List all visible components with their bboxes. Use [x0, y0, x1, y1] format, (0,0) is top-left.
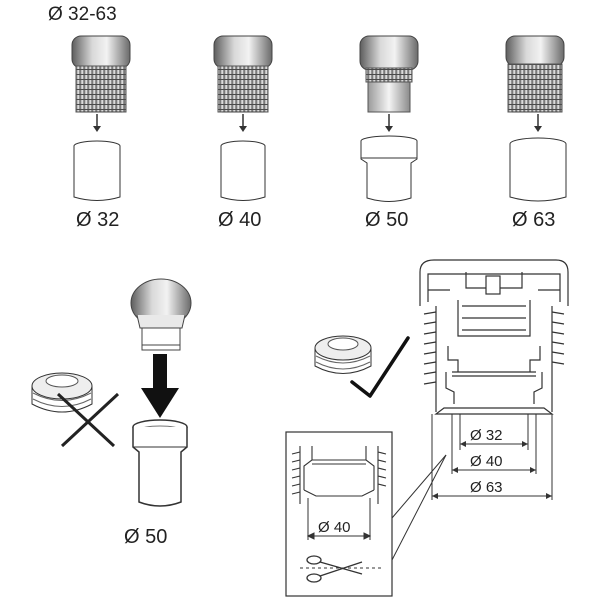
valve-example-icon	[130, 278, 192, 351]
valve-cross-section-icon	[419, 259, 569, 415]
valve-1-icon	[71, 35, 131, 113]
detail-dim-label-40: Ø 40	[318, 519, 351, 536]
dimension-lines	[431, 414, 553, 500]
pipe-63-icon	[509, 137, 567, 202]
cross-icon	[56, 392, 120, 448]
valve-3-icon	[359, 35, 419, 113]
pipe-label-50: Ø 50	[365, 209, 408, 231]
adapter-ring-icon	[31, 372, 93, 413]
valve-4-icon	[505, 35, 565, 113]
range-label: Ø 32-63	[48, 4, 117, 25]
dim-label-40: Ø 40	[470, 453, 503, 470]
pipe-50-icon	[360, 135, 418, 202]
detail-inset-box	[285, 431, 393, 597]
scissors-icon	[306, 555, 363, 583]
dim-label-32: Ø 32	[470, 427, 503, 444]
pipe-label-63: Ø 63	[512, 209, 555, 231]
big-arrow-down-icon	[141, 354, 179, 418]
detail-section-icon	[291, 446, 387, 504]
valve-2-icon	[213, 35, 273, 113]
arrow-down-icon	[93, 114, 101, 132]
detail-dimension-lines	[306, 498, 372, 540]
pipe-40-icon	[220, 140, 266, 201]
pipe-50-example-icon	[132, 419, 188, 507]
dimension-arrow-40	[452, 467, 536, 473]
pipe-label-32: Ø 32	[76, 209, 119, 231]
dimension-arrow-32	[460, 441, 528, 447]
dim-label-63: Ø 63	[470, 479, 503, 496]
dimension-arrow-63	[432, 493, 552, 499]
adapter-ring-ok-icon	[314, 335, 372, 374]
arrow-down-icon	[385, 114, 393, 132]
example-pipe-label: Ø 50	[124, 526, 167, 548]
arrow-down-icon	[534, 114, 542, 132]
detail-callout-lines	[391, 454, 447, 561]
pipe-32-icon	[73, 140, 121, 201]
pipe-label-40: Ø 40	[218, 209, 261, 231]
checkmark-icon	[350, 336, 410, 398]
arrow-down-icon	[239, 114, 247, 132]
